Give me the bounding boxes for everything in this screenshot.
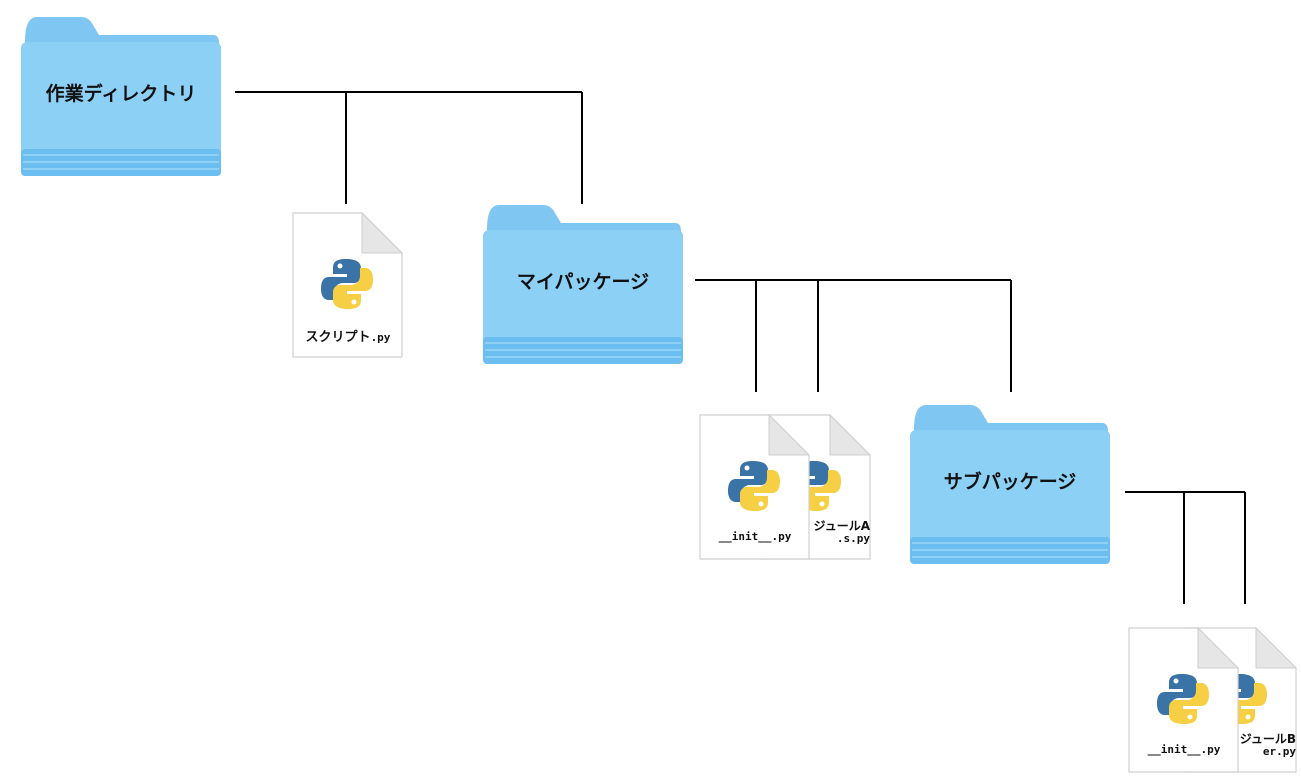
folder-icon	[21, 17, 221, 176]
connector-package	[695, 279, 1012, 392]
file-name-label: __init__.py	[718, 530, 792, 543]
file-subpackage-init-py[interactable]: __init__.py	[1128, 626, 1240, 773]
file-name-label: __init__.py	[1147, 743, 1221, 756]
file-name-line2: .s.py	[836, 532, 870, 545]
folder-label: マイパッケージ	[516, 271, 650, 293]
file-name-line1: ジュールA	[813, 519, 870, 533]
folder-label: サブパッケージ	[943, 471, 1077, 493]
folder-icon	[483, 205, 683, 364]
file-name-label: スクリプト.py	[292, 326, 404, 345]
connector-subpackage	[1125, 491, 1246, 604]
folder-icon	[910, 405, 1110, 564]
python-logo-icon	[321, 259, 373, 309]
file-name-line1: ジュールB	[1239, 732, 1296, 746]
folder-working-directory[interactable]: 作業ディレクトリ	[21, 17, 221, 177]
file-name-ext: .py	[370, 331, 391, 344]
folder-sub-package[interactable]: サブパッケージ	[910, 405, 1110, 565]
folder-label: 作業ディレクトリ	[45, 83, 197, 105]
folder-my-package[interactable]: マイパッケージ	[483, 205, 683, 365]
python-logo-icon	[1157, 674, 1209, 724]
connector-root	[235, 91, 583, 204]
python-logo-icon	[728, 461, 780, 511]
file-name-stem: スクリプト	[305, 330, 371, 345]
file-package-init-py[interactable]: __init__.py	[699, 413, 811, 560]
file-name-line2: er.py	[1262, 745, 1296, 758]
file-script-py[interactable]: スクリプト.py	[292, 211, 404, 358]
